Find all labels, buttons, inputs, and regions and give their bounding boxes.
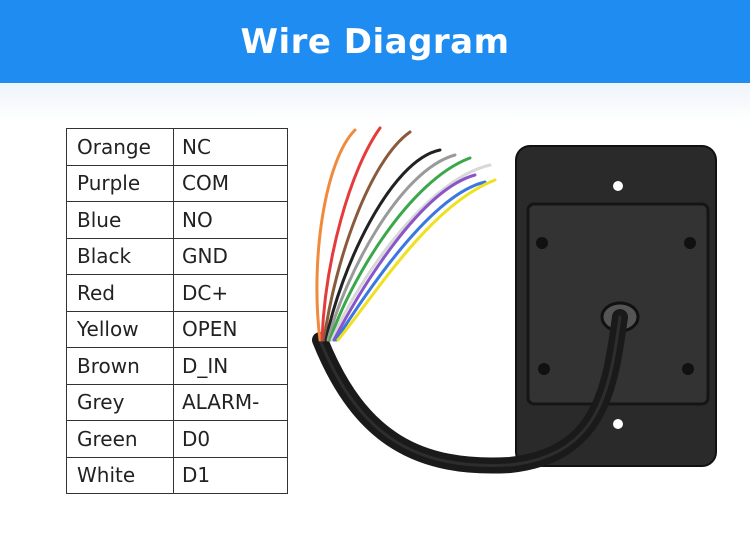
wire-blue [334, 180, 487, 342]
wire-color-cell: Blue [66, 201, 174, 239]
wire-function-cell: COM [173, 164, 288, 202]
wire-grey [326, 153, 457, 342]
wire-black [324, 148, 442, 342]
wire-function-cell: D1 [173, 456, 288, 494]
wire-function-cell: D0 [173, 420, 288, 458]
mounting-hole-top [613, 181, 623, 191]
wire-bundle [315, 126, 497, 342]
wire-white [330, 163, 492, 342]
header-banner: Wire Diagram [0, 0, 750, 83]
wire-color-cell: White [66, 456, 174, 494]
wire-red [320, 126, 382, 342]
wire-orange [315, 128, 357, 342]
wire-function-cell: NO [173, 201, 288, 239]
wire-yellow [336, 178, 497, 342]
wire-purple [332, 173, 477, 342]
wire-function-cell: D_IN [173, 347, 288, 385]
wire-color-cell: Orange [66, 128, 174, 166]
cable-highlight [318, 315, 622, 468]
screw-bottom-right [682, 363, 694, 375]
wire-color-cell: Black [66, 237, 174, 275]
page-title: Wire Diagram [240, 21, 510, 62]
wire-color-cell: Brown [66, 347, 174, 385]
wire-color-cell: Red [66, 274, 174, 312]
wire-brown [322, 130, 412, 342]
wire-function-cell: NC [173, 128, 288, 166]
device-illustration [312, 126, 717, 474]
screw-top-left [536, 237, 548, 249]
wire-function-cell: OPEN [173, 310, 288, 348]
wire-function-cell: ALARM- [173, 383, 288, 421]
screw-bottom-left [538, 363, 550, 375]
screw-top-right [684, 237, 696, 249]
wire-function-cell: DC+ [173, 274, 288, 312]
wire-color-cell: Grey [66, 383, 174, 421]
wire-function-cell: GND [173, 237, 288, 275]
wire-color-cell: Purple [66, 164, 174, 202]
mounting-plate [515, 145, 717, 467]
banner-shadow [0, 83, 750, 123]
wire-color-cell: Yellow [66, 310, 174, 348]
wire-green [328, 156, 472, 342]
wire-color-cell: Green [66, 420, 174, 458]
mounting-hole-bottom [613, 419, 623, 429]
